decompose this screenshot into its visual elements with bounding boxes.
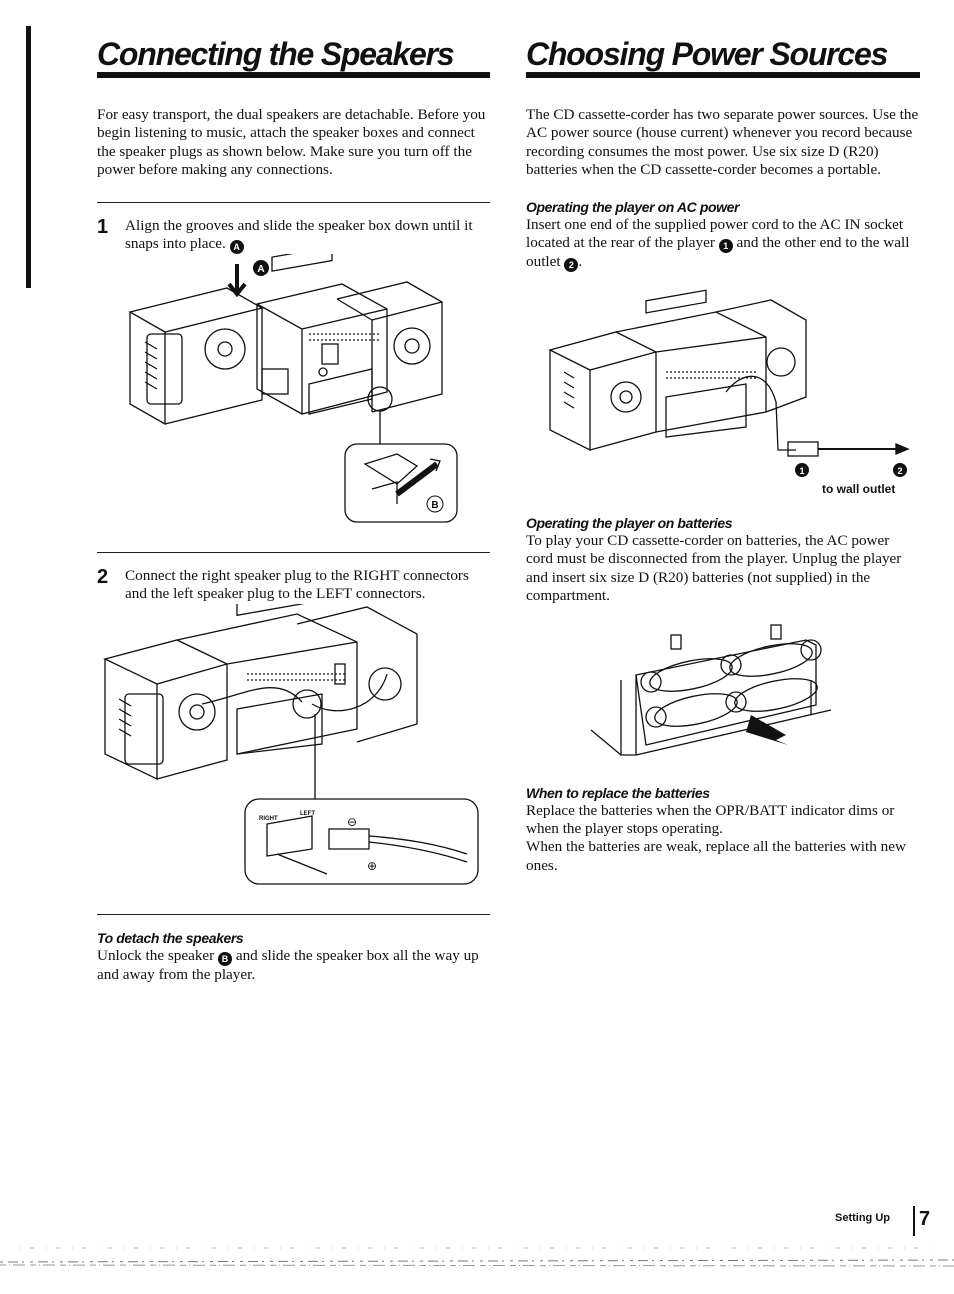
title-rule <box>97 72 490 78</box>
step-number: 2 <box>97 566 109 589</box>
figure-attach-speaker: A B <box>128 254 458 523</box>
step-text: Align the grooves and slide the speaker … <box>125 216 473 255</box>
callout-a-label: A <box>257 264 264 275</box>
column-power-sources: Choosing Power Sources The CD cassette-c… <box>526 32 920 875</box>
power-intro: The CD cassette-corder has two separate … <box>526 106 919 179</box>
figure-connect-plugs: RIGHT LEFT ⊖ ⊕ <box>103 603 479 885</box>
ac-section: Operating the player on AC power Insert … <box>526 198 920 273</box>
divider-rule <box>97 552 490 554</box>
column-connecting-speakers: Connecting the Speakers For easy transpo… <box>97 32 490 984</box>
page-number: 7 <box>919 1208 931 1230</box>
callout-2-label: 2 <box>897 466 902 476</box>
left-terminal-label: LEFT <box>300 811 315 817</box>
footer-bar <box>913 1206 915 1236</box>
plus-symbol: ⊕ <box>367 859 377 873</box>
step-text: Connect the right speaker plug to the RI… <box>125 567 469 603</box>
batteries-section: Operating the player on batteries To pla… <box>526 514 920 606</box>
callout-badge: 2 <box>564 258 579 273</box>
section-title-power: Choosing Power Sources <box>526 36 888 72</box>
callout-b-dot <box>426 495 444 513</box>
callout-badge: B <box>218 951 233 966</box>
minus-symbol: ⊖ <box>347 815 357 829</box>
divider-rule <box>97 201 490 203</box>
step-2: 2 Connect the right speaker plug to the … <box>97 567 490 604</box>
figure-battery-compartment <box>590 624 832 756</box>
margin-bar <box>26 26 31 288</box>
replace-heading: When to replace the batteries <box>526 784 710 801</box>
scan-noise <box>0 1247 954 1267</box>
callout-2-dot <box>893 463 907 478</box>
detach-section: To detach the speakers Unlock the speake… <box>97 929 490 984</box>
replace-text-1: Replace the batteries when the OPR/BATT … <box>526 801 895 838</box>
batteries-text: To play your CD cassette-corder on batte… <box>526 532 902 605</box>
detach-text: Unlock the speaker B and slide the speak… <box>97 946 479 983</box>
ac-text: Insert one end of the supplied power cor… <box>526 215 910 273</box>
speakers-intro: For easy transport, the dual speakers ar… <box>97 106 486 179</box>
callout-1-label: 1 <box>799 466 804 476</box>
figure-ac-power: 1 2 to wall outlet <box>526 272 920 500</box>
replace-text-2: When the batteries are weak, replace all… <box>526 838 906 874</box>
callout-1-dot <box>795 463 809 478</box>
right-terminal-label: RIGHT <box>259 816 278 822</box>
footer-section-label: Setting Up <box>835 1212 890 1224</box>
detach-heading: To detach the speakers <box>97 929 244 946</box>
replace-section: When to replace the batteries Replace th… <box>526 784 920 876</box>
callout-b-label: B <box>431 500 438 511</box>
step-number: 1 <box>97 215 109 238</box>
callout-badge: 1 <box>718 239 733 254</box>
wall-outlet-label: to wall outlet <box>822 482 896 497</box>
ac-heading: Operating the player on AC power <box>526 198 740 215</box>
title-rule <box>526 72 920 78</box>
batteries-heading: Operating the player on batteries <box>526 515 733 532</box>
divider-rule <box>97 913 490 915</box>
callout-badge: A <box>229 240 244 255</box>
section-title-speakers: Connecting the Speakers <box>97 36 455 72</box>
step-1: 1 Align the grooves and slide the speake… <box>97 215 490 255</box>
callout-a-dot <box>253 260 269 277</box>
